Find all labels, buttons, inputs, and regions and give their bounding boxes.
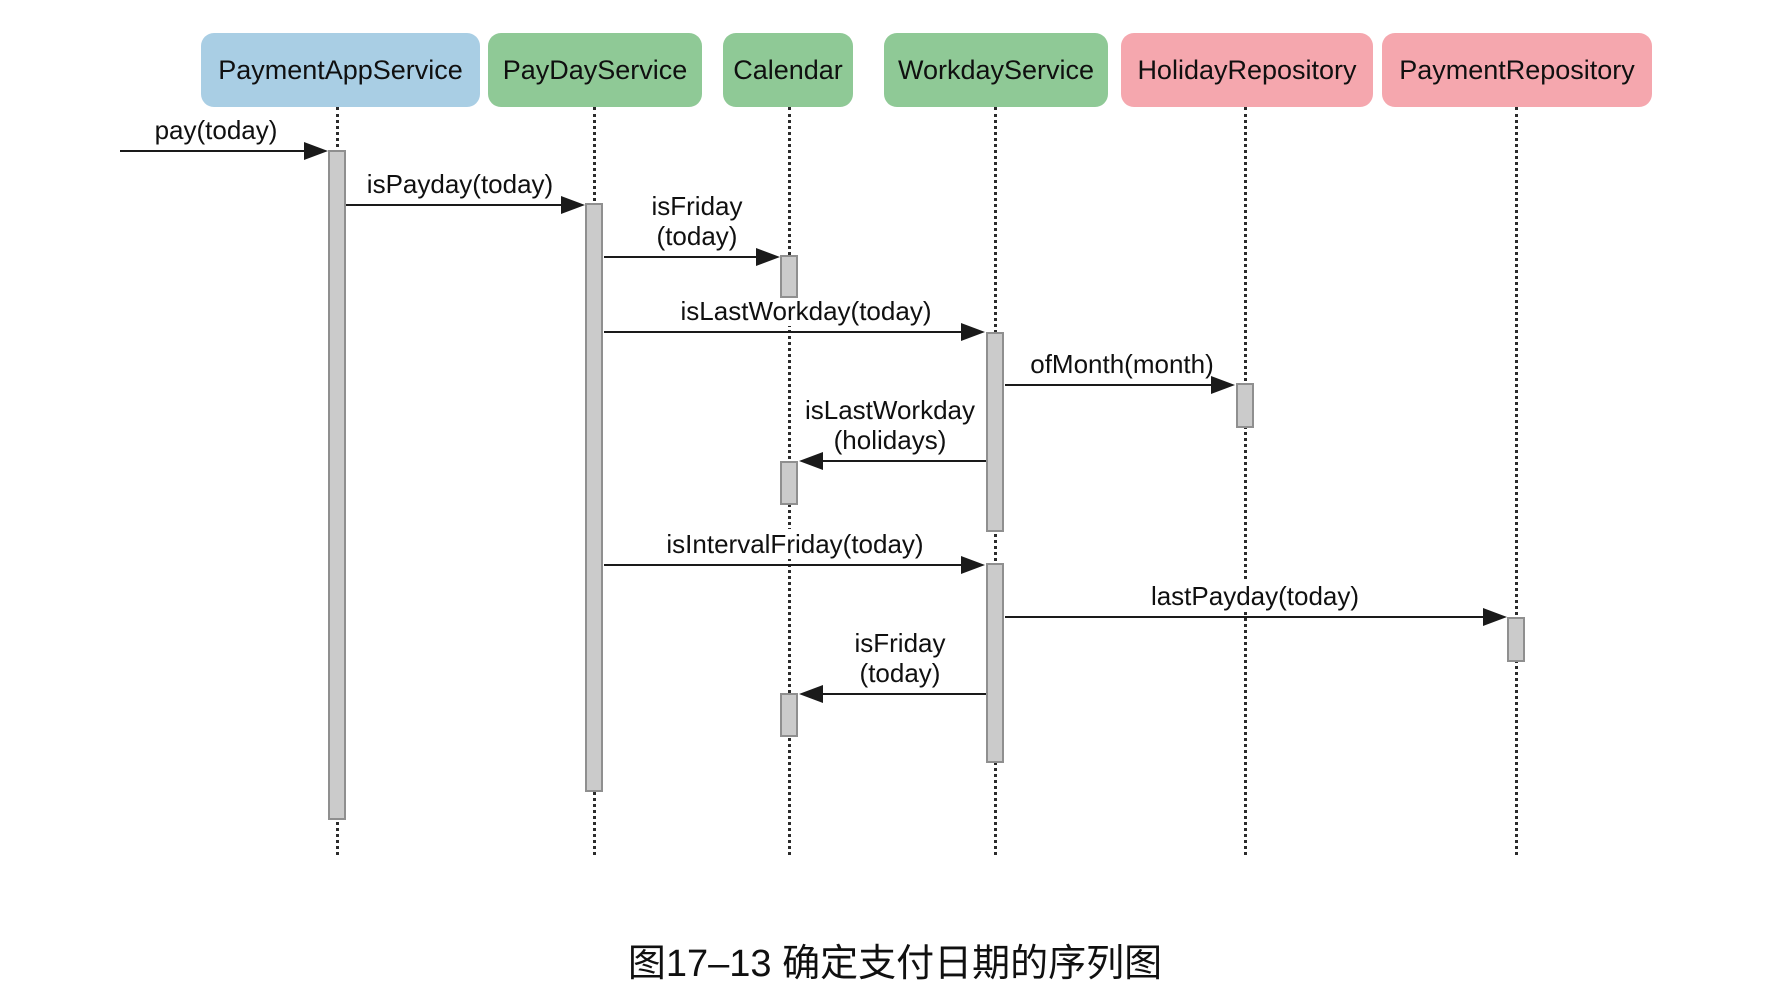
activation-bar-Calendar: [780, 693, 798, 737]
message-arrowhead: [304, 142, 328, 160]
message-line: [823, 460, 986, 462]
participant-header-PaymentRepository: PaymentRepository: [1382, 33, 1652, 107]
message-line: [1005, 384, 1211, 386]
message-label: lastPayday(today): [1147, 581, 1363, 611]
message-label: isFriday (today): [648, 191, 746, 251]
message-line: [1005, 616, 1483, 618]
message-label: isIntervalFriday(today): [663, 529, 927, 559]
lifeline-HolidayRepository: [1244, 107, 1247, 855]
message-line: [346, 204, 561, 206]
participant-header-WorkdayService: WorkdayService: [884, 33, 1108, 107]
message-arrowhead: [561, 196, 585, 214]
participant-header-PaymentAppService: PaymentAppService: [201, 33, 480, 107]
activation-bar-Calendar: [780, 255, 798, 298]
message-label: isLastWorkday(today): [677, 296, 935, 326]
message-line: [604, 256, 756, 258]
message-arrowhead: [756, 248, 780, 266]
message-line: [604, 331, 961, 333]
message-arrowhead: [1483, 608, 1507, 626]
participant-header-HolidayRepository: HolidayRepository: [1121, 33, 1373, 107]
message-label: isLastWorkday (holidays): [801, 395, 979, 455]
message-label: ofMonth(month): [1027, 349, 1217, 379]
activation-bar-HolidayRepository: [1236, 383, 1254, 428]
message-line: [120, 150, 304, 152]
message-label: pay(today): [151, 115, 281, 145]
activation-bar-WorkdayService: [986, 563, 1004, 763]
message-arrowhead: [799, 452, 823, 470]
participant-header-Calendar: Calendar: [723, 33, 853, 107]
message-label: isFriday (today): [851, 628, 949, 688]
activation-bar-Calendar: [780, 461, 798, 505]
activation-bar-WorkdayService: [986, 332, 1004, 532]
message-line: [823, 693, 986, 695]
message-label: isPayday(today): [363, 169, 557, 199]
activation-bar-PaymentAppService: [328, 150, 346, 820]
message-arrowhead: [799, 685, 823, 703]
activation-bar-PayDayService: [585, 203, 603, 792]
figure-caption: 图17–13 确定支付日期的序列图: [627, 943, 1163, 985]
lifeline-PaymentRepository: [1515, 107, 1518, 855]
message-line: [604, 564, 961, 566]
message-arrowhead: [961, 556, 985, 574]
activation-bar-PaymentRepository: [1507, 617, 1525, 662]
message-arrowhead: [961, 323, 985, 341]
participant-header-PayDayService: PayDayService: [488, 33, 702, 107]
message-arrowhead: [1211, 376, 1235, 394]
